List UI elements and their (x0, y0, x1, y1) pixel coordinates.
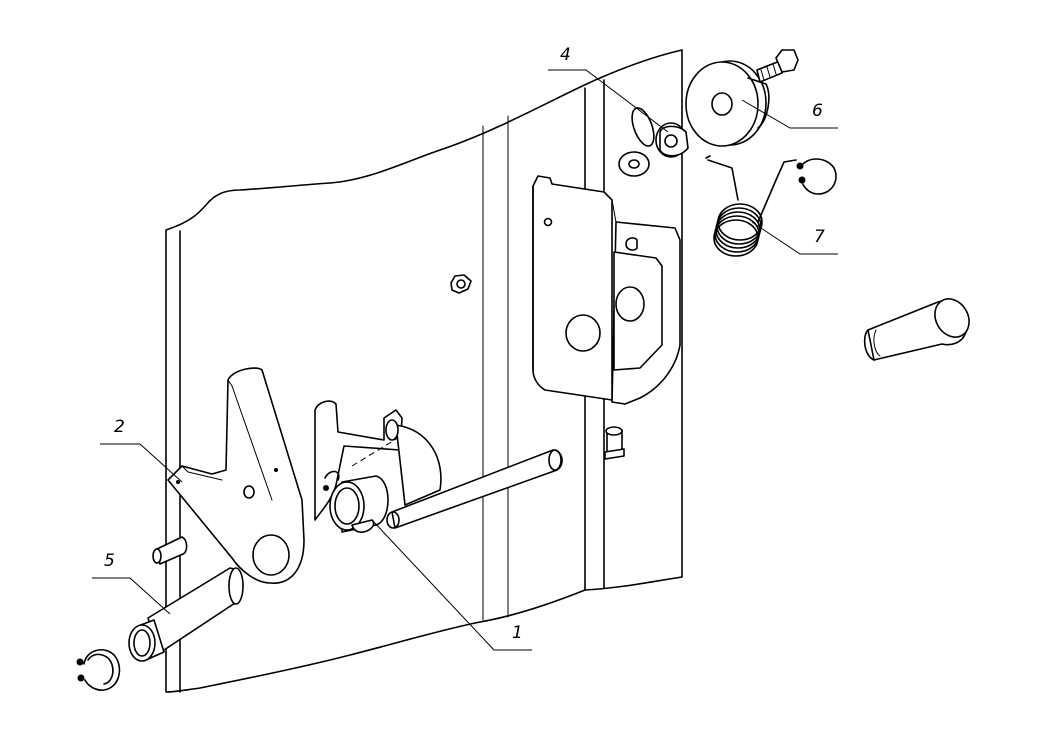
bracket-small-hole (543, 217, 553, 227)
part-4-washers (618, 107, 689, 177)
leader-lines (92, 69, 838, 651)
leader-5 (92, 577, 171, 615)
leader-7 (751, 221, 838, 255)
retaining-ring-top (796, 158, 837, 195)
part-7-spring (705, 155, 797, 257)
hex-nut (450, 274, 472, 294)
bracket-hole (565, 314, 601, 352)
callout-2: 2 (114, 417, 125, 437)
callout-4: 4 (560, 45, 571, 65)
part-2-lever (167, 367, 305, 584)
callout-7: 7 (814, 227, 825, 247)
leader-1 (371, 519, 532, 651)
handle-grip (863, 298, 970, 361)
lever-hole (243, 485, 255, 499)
part-6-pulley (685, 60, 770, 147)
lever-bore (252, 534, 290, 576)
bolt (756, 49, 799, 83)
leader-4 (548, 69, 669, 133)
retaining-ring-bottom (76, 648, 121, 691)
dowel-pin (152, 536, 188, 565)
part-5-axle (128, 567, 244, 662)
callout-1: 1 (512, 623, 523, 643)
part-1-hub (314, 400, 442, 533)
bracket (532, 175, 681, 405)
callout-5: 5 (104, 551, 115, 571)
bracket-pin (625, 237, 638, 251)
callout-6: 6 (812, 101, 823, 121)
small-pin (604, 426, 625, 460)
part-1-shaft (386, 449, 563, 529)
leader-6 (741, 99, 838, 129)
leader-2 (100, 443, 183, 483)
